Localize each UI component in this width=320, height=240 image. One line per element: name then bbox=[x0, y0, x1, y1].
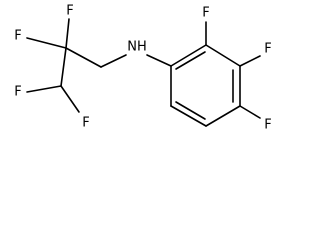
atom-f-ring-right: F bbox=[264, 42, 271, 57]
atom-f-top: F bbox=[66, 4, 73, 19]
bond-ring-4 bbox=[205, 105, 241, 127]
atom-f-bottom: F bbox=[82, 116, 89, 131]
bond-cf2-chf2 bbox=[60, 47, 67, 87]
bond-n-ring bbox=[146, 54, 172, 67]
bond-set bbox=[26, 18, 261, 127]
atom-f-ring-bottom: F bbox=[264, 118, 271, 133]
bond-ring-2 bbox=[205, 44, 241, 67]
bond-ring-1-inner bbox=[175, 51, 206, 70]
bond-ring-5 bbox=[170, 105, 207, 127]
atom-f-top-left: F bbox=[14, 29, 21, 44]
atom-nh: NH bbox=[127, 40, 147, 55]
atom-labels: F F F F NH F F F bbox=[14, 4, 271, 133]
molecule-structure: F F F F NH F F F bbox=[14, 4, 271, 133]
bond-cf2-f-topleft bbox=[26, 37, 67, 49]
bond-ring-1 bbox=[170, 44, 207, 67]
bond-chf2-f-bottom bbox=[60, 85, 80, 113]
bond-cf2-f-top bbox=[65, 18, 70, 49]
bond-ch2-n bbox=[100, 54, 127, 68]
bond-ring-f-right bbox=[239, 55, 261, 67]
atom-f-left-bottom: F bbox=[14, 85, 21, 100]
bond-ring-f-bottom bbox=[239, 105, 261, 119]
bond-cf2-ch2 bbox=[65, 47, 102, 68]
bond-ring-5-inner bbox=[175, 101, 206, 120]
bond-chf2-f-left bbox=[26, 85, 62, 93]
atom-f-ring-top: F bbox=[202, 6, 209, 21]
